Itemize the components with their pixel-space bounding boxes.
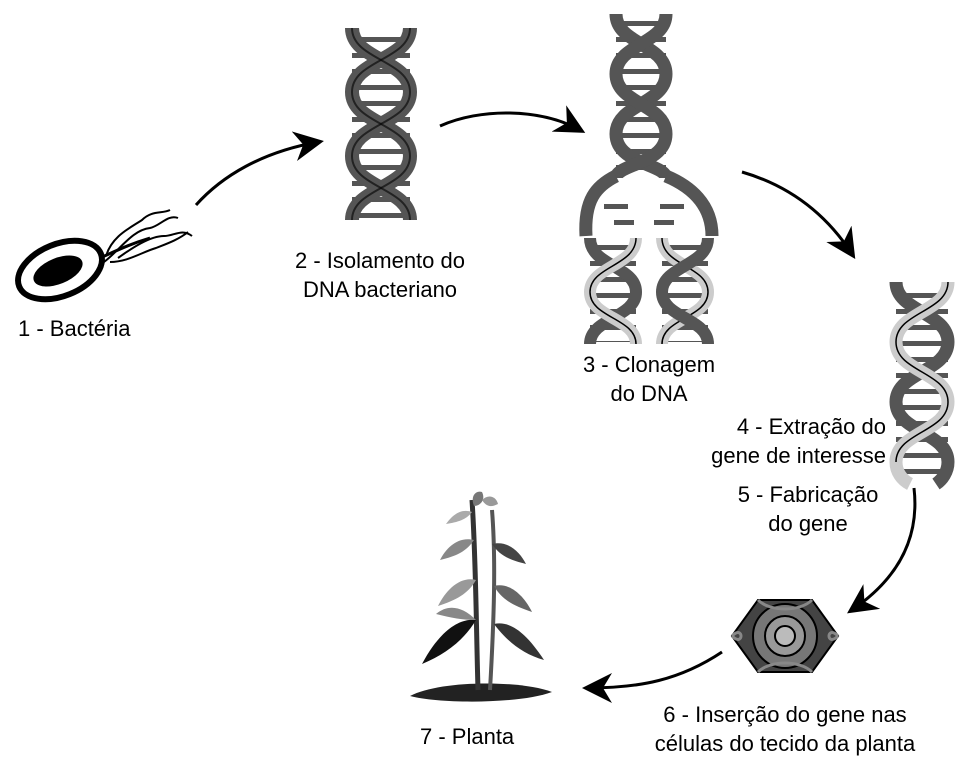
- step-7-line-1: 7 - Planta: [420, 724, 515, 749]
- arrow-3-to-4: [741, 170, 856, 260]
- step-4-line-1: 4 - Extração do: [736, 414, 886, 439]
- dna-cloning-icon: [579, 13, 719, 346]
- step-7-label: 7 - Planta: [420, 722, 514, 751]
- plant-icon: [410, 491, 552, 702]
- gene-helix-icon: [889, 281, 955, 490]
- arrow-2-to-3: [439, 105, 586, 133]
- step-3-line-1: 3 - Clonagem: [582, 352, 716, 377]
- step-6-label: 6 - Inserção do gene nas células do teci…: [612, 700, 958, 758]
- step-6-line-1: 6 - Inserção do gene nas: [663, 702, 907, 727]
- dna-helix-icon: [344, 27, 418, 228]
- step-2-label: 2 - Isolamento do DNA bacteriano: [272, 246, 488, 304]
- step-5-line-2: do gene: [768, 511, 848, 536]
- step-2-line-1: 2 - Isolamento do: [295, 248, 465, 273]
- step-1-line-1: 1 - Bactéria: [18, 316, 131, 341]
- arrow-5-to-6: [847, 487, 917, 614]
- bacterium-icon: [15, 209, 193, 303]
- step-3-line-2: do DNA: [610, 381, 688, 406]
- step-6-line-2: células do tecido da planta: [654, 731, 916, 756]
- step-3-label: 3 - Clonagem do DNA: [572, 350, 726, 408]
- step-2-line-2: DNA bacteriano: [302, 277, 458, 302]
- step-4-label: 4 - Extração do gene de interesse: [664, 412, 886, 470]
- plant-cell-icon: [730, 598, 840, 674]
- step-5-line-1: 5 - Fabricação: [737, 482, 879, 507]
- arrow-6-to-7: [582, 650, 723, 703]
- step-5-label: 5 - Fabricação do gene: [722, 480, 894, 538]
- step-4-line-2: gene de interesse: [711, 443, 886, 468]
- arrow-1-to-2: [194, 131, 324, 207]
- step-1-label: 1 - Bactéria: [18, 314, 131, 343]
